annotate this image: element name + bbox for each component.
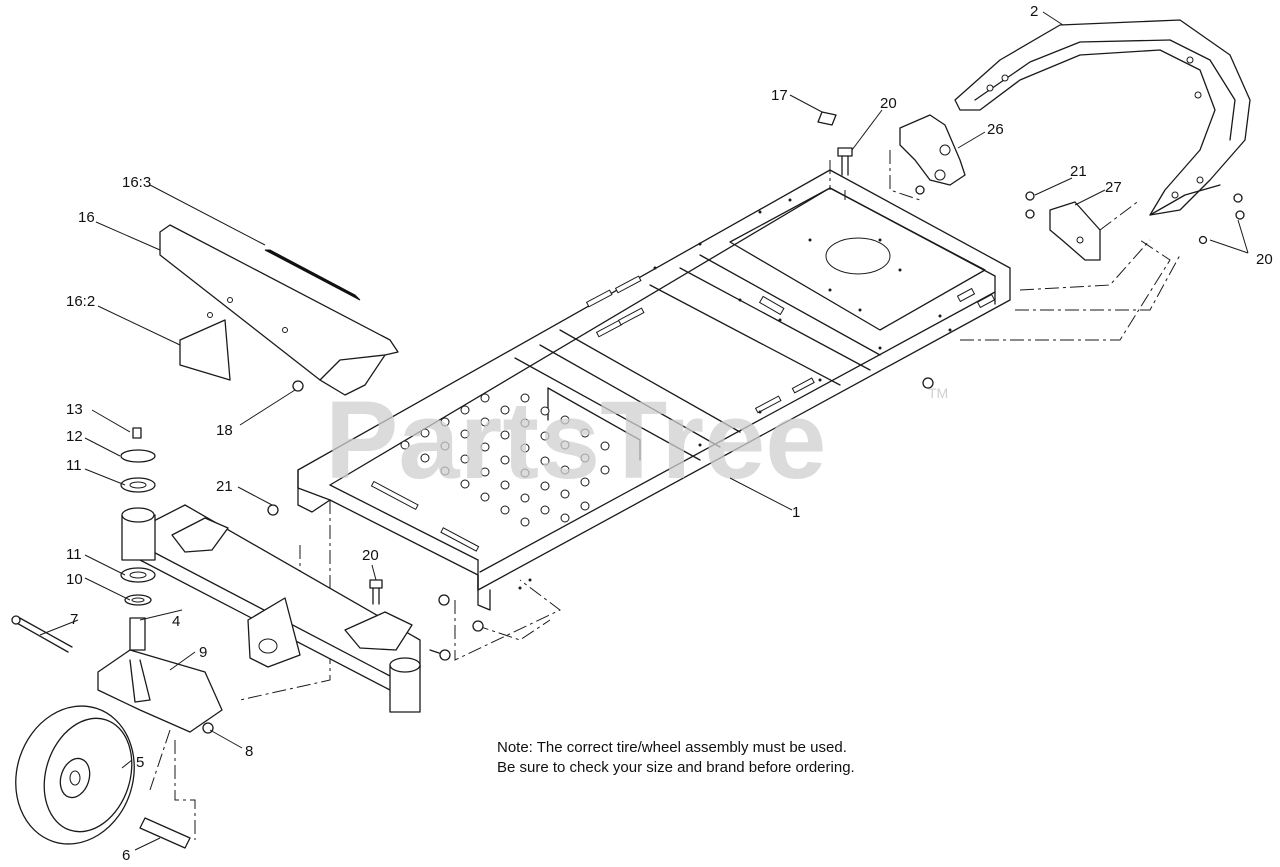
console-cover (159, 224, 399, 396)
callout-16-2: 16:2 (66, 293, 95, 310)
assembly-lines (149, 150, 1181, 840)
ordering-note: Note: The correct tire/wheel assembly mu… (497, 738, 855, 778)
main-frame (297, 169, 1011, 611)
fasteners (267, 147, 1245, 661)
note-line-1: Note: The correct tire/wheel assembly mu… (497, 739, 847, 756)
rops-bar (954, 19, 1251, 216)
callout-26: 26 (987, 121, 1004, 138)
callout-8: 8 (245, 743, 253, 760)
callouts: 1 2 4 5 6 7 8 9 10 11 11 12 13 16 16:2 1… (66, 3, 1273, 864)
callout-2: 2 (1030, 3, 1038, 20)
callout-12: 12 (66, 428, 83, 445)
callout-16: 16 (78, 209, 95, 226)
callout-21-rear: 21 (1070, 163, 1087, 180)
callout-27: 27 (1105, 179, 1122, 196)
callout-20-seat: 20 (880, 95, 897, 112)
note-line-2: Be sure to check your size and brand bef… (497, 759, 855, 776)
front-axle (121, 504, 421, 713)
axle-bolt (11, 615, 214, 734)
leader-lines (39, 11, 1249, 851)
callout-5: 5 (136, 754, 144, 771)
callout-7: 7 (70, 611, 78, 628)
callout-20-axle: 20 (362, 547, 379, 564)
caster-fork (97, 617, 223, 733)
bearing-stack (120, 427, 156, 606)
callout-1: 1 (792, 504, 800, 521)
frame-rivets (518, 198, 952, 590)
callout-11-lower: 11 (66, 546, 82, 563)
callout-17: 17 (771, 87, 788, 104)
callout-11-upper: 11 (66, 457, 82, 474)
callout-13: 13 (66, 401, 83, 418)
watermark-text: PartsTree (325, 379, 826, 502)
spacer-tube (139, 817, 191, 849)
watermark-tm: TM (928, 385, 948, 401)
callout-10: 10 (66, 571, 83, 588)
callout-9: 9 (199, 644, 207, 661)
callout-18: 18 (216, 422, 233, 439)
seat-bracket (817, 111, 966, 186)
caster-wheel (15, 705, 135, 845)
callout-21-front: 21 (216, 478, 233, 495)
floor-pan-holes (400, 393, 610, 527)
callout-20-rops: 20 (1256, 251, 1273, 268)
callout-4: 4 (172, 613, 180, 630)
callout-16-3: 16:3 (122, 174, 151, 191)
callout-6: 6 (122, 847, 130, 864)
rops-mount-bracket (1049, 201, 1101, 261)
